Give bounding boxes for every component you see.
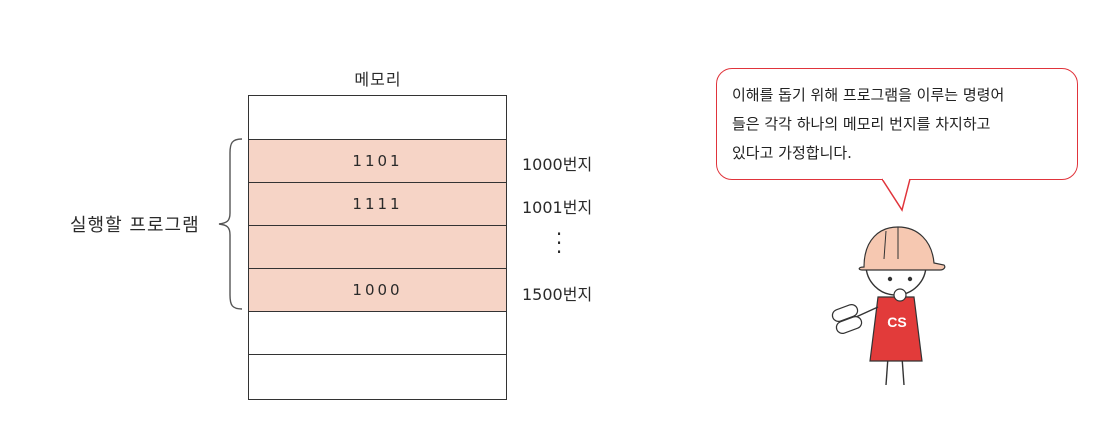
engineer-character-icon: CS (831, 226, 946, 386)
curly-brace-icon (218, 138, 243, 310)
memory-block: 1101 1111 1000 (248, 95, 507, 400)
instruction-1101: 1101 (352, 152, 403, 170)
memory-cell-empty (249, 311, 506, 354)
bubble-tail-icon (881, 176, 911, 212)
speech-bubble: 이해를 돕기 위해 프로그램을 이루는 명령어 들은 각각 하나의 메모리 번지… (716, 68, 1078, 180)
program-label: 실행할 프로그램 (70, 215, 200, 236)
ellipsis-icon: ··· (555, 222, 563, 264)
memory-cell-empty (249, 354, 506, 399)
memory-cell-1500: 1000 (249, 268, 506, 311)
instruction-1111: 1111 (352, 195, 403, 213)
address-label-1500: 1500번지 (522, 285, 593, 304)
memory-title: 메모리 (354, 70, 402, 89)
memory-cell-empty (249, 95, 506, 139)
address-label-1000: 1000번지 (522, 155, 593, 174)
address-label-1001: 1001번지 (522, 198, 593, 217)
memory-cell-middle (249, 225, 506, 268)
instruction-1000: 1000 (352, 281, 403, 299)
bubble-line: 있다고 가정합니다. (732, 144, 852, 162)
bubble-line: 이해를 돕기 위해 프로그램을 이루는 명령어 (732, 86, 1005, 104)
bubble-line: 들은 각각 하나의 메모리 번지를 차지하고 (732, 115, 991, 133)
shirt-text: CS (887, 314, 906, 330)
memory-cell-1000: 1101 (249, 139, 506, 182)
memory-cell-1001: 1111 (249, 182, 506, 225)
